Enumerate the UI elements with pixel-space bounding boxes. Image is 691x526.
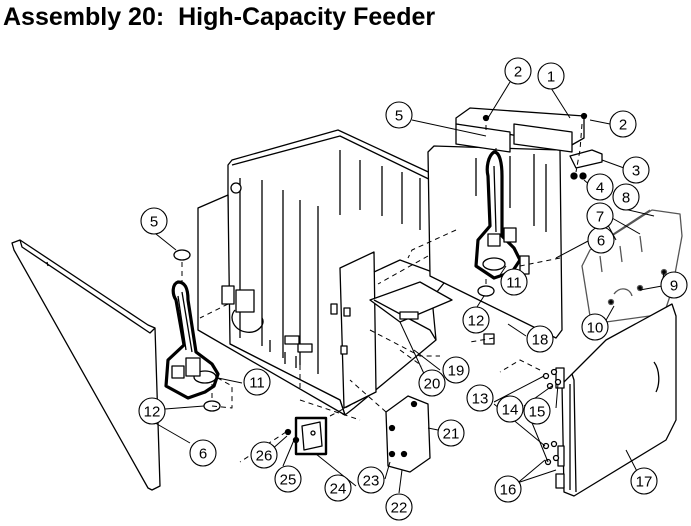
svg-text:20: 20 [424, 376, 441, 393]
page-title: Assembly 20: High-Capacity Feeder [3, 3, 436, 31]
svg-text:5: 5 [150, 214, 158, 231]
callout-2: 2 [609, 110, 637, 138]
callout-14: 14 [496, 395, 524, 423]
callout-26: 26 [250, 441, 278, 469]
callout-11: 11 [500, 268, 528, 296]
callout-5: 5 [385, 101, 413, 129]
screw [570, 172, 578, 180]
svg-text:11: 11 [249, 375, 265, 392]
left-side-panel [11, 239, 161, 491]
svg-text:18: 18 [532, 332, 549, 349]
callout-19: 19 [442, 356, 470, 384]
callout-24: 24 [324, 474, 352, 502]
svg-text:22: 22 [391, 500, 408, 517]
sensor-bracket [294, 416, 328, 456]
callout-22: 22 [385, 493, 413, 521]
svg-text:12: 12 [144, 404, 161, 421]
callout-12: 12 [462, 306, 490, 334]
svg-text:2: 2 [514, 64, 522, 81]
callout-6: 6 [587, 226, 615, 254]
callout-3: 3 [622, 156, 650, 184]
svg-text:16: 16 [500, 482, 517, 499]
callout-15: 15 [523, 397, 551, 425]
svg-text:6: 6 [597, 233, 605, 250]
main-frame [197, 129, 481, 416]
callout-25: 25 [274, 465, 302, 493]
svg-text:24: 24 [330, 481, 347, 498]
callout-4: 4 [586, 173, 614, 201]
callout-21: 21 [437, 419, 465, 447]
callout-20: 20 [418, 369, 446, 397]
screw [292, 436, 300, 444]
svg-text:26: 26 [256, 448, 273, 465]
left-roller [173, 249, 191, 261]
svg-text:21: 21 [443, 426, 460, 443]
callout-12: 12 [138, 397, 166, 425]
callout-9: 9 [660, 271, 688, 299]
svg-text:23: 23 [363, 473, 380, 490]
callout-16: 16 [494, 475, 522, 503]
connector-plug [483, 333, 495, 345]
svg-text:8: 8 [622, 190, 630, 207]
screw [284, 428, 292, 436]
callout-13: 13 [466, 384, 494, 412]
top-bracket [455, 107, 585, 153]
callout-1: 1 [537, 62, 565, 90]
control-board [385, 395, 431, 473]
svg-text:7: 7 [596, 209, 604, 226]
svg-text:14: 14 [502, 402, 519, 419]
svg-text:19: 19 [448, 363, 465, 380]
callout-23: 23 [357, 466, 385, 494]
svg-text:11: 11 [506, 275, 522, 292]
callout-10: 10 [581, 313, 609, 341]
callout-5: 5 [140, 207, 168, 235]
svg-text:15: 15 [529, 404, 546, 421]
svg-text:25: 25 [280, 472, 297, 489]
callout-11: 11 [243, 368, 271, 396]
svg-text:5: 5 [395, 108, 403, 125]
screw [579, 172, 587, 180]
svg-text:4: 4 [596, 180, 604, 197]
svg-text:10: 10 [587, 320, 604, 337]
callout-18: 18 [526, 325, 554, 353]
front-door [555, 303, 677, 497]
callout-7: 7 [586, 202, 614, 230]
left-lift-rail [164, 280, 220, 400]
svg-text:13: 13 [472, 391, 489, 408]
screw [580, 112, 588, 120]
svg-text:1: 1 [547, 69, 555, 86]
small-bracket [569, 149, 603, 169]
callout-6: 6 [189, 439, 217, 467]
callout-8: 8 [612, 183, 640, 211]
svg-text:6: 6 [199, 446, 207, 463]
svg-text:3: 3 [632, 163, 640, 180]
right-foot [477, 285, 495, 297]
svg-text:12: 12 [468, 313, 485, 330]
svg-text:2: 2 [619, 117, 627, 134]
door-hinge-hardware [542, 368, 562, 466]
svg-text:17: 17 [636, 474, 653, 491]
svg-text:9: 9 [670, 278, 678, 295]
separation-roller [399, 311, 419, 320]
callout-17: 17 [630, 467, 658, 495]
callout-2: 2 [504, 57, 532, 85]
